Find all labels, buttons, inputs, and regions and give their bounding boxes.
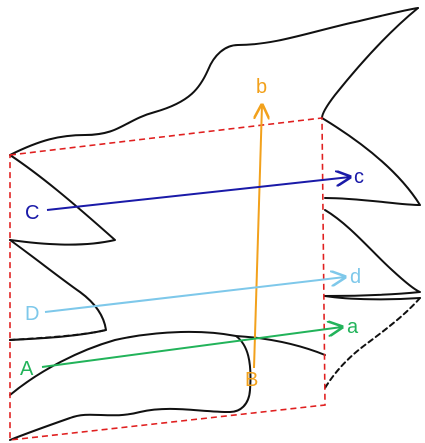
surface-outline (9, 7, 421, 441)
right-upper-wing (321, 7, 419, 119)
label-b: b (256, 76, 267, 98)
right-middle-wing (324, 209, 421, 297)
arrow-C-c (46, 177, 350, 211)
arrow-B-b (253, 105, 262, 369)
dashed-frame (9, 117, 326, 441)
label-B: B (245, 369, 258, 391)
label-a: a (347, 316, 359, 338)
left-lower-dashed (9, 329, 107, 341)
left-lower-fold (9, 239, 107, 341)
bottom-right-edge (235, 335, 326, 356)
label-A: A (20, 358, 34, 380)
labels: b B C c D d A a (20, 76, 364, 391)
right-upper-wing-lower (321, 117, 421, 206)
bottom-edge (9, 330, 252, 441)
label-D: D (25, 303, 39, 325)
label-d: d (350, 266, 361, 288)
frame-outline (9, 117, 326, 441)
right-lower-dashed (324, 297, 421, 389)
label-c: c (354, 166, 364, 188)
arrow-A-a (41, 327, 342, 368)
top-edge (9, 7, 419, 156)
arrows (41, 105, 350, 369)
label-C: C (25, 202, 39, 224)
arrow-D-d (44, 277, 345, 313)
right-lower-solid (324, 295, 421, 301)
left-upper-fold (9, 154, 116, 246)
